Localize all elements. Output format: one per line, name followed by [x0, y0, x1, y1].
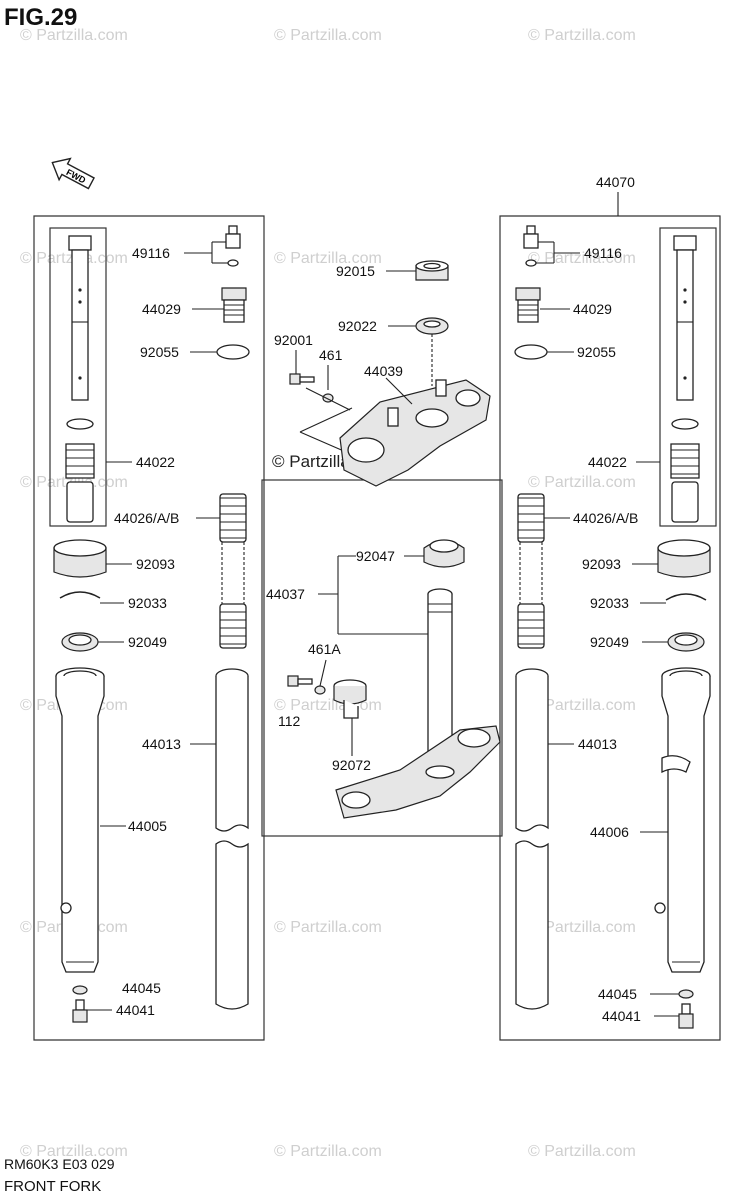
right-inner-box: [659, 227, 717, 527]
stem-nut: [415, 260, 449, 281]
left-stopper-ring: [59, 591, 101, 599]
watermark: © Partzilla.com: [20, 27, 128, 44]
watermark: © Partzilla.com: [274, 27, 382, 44]
right-air-valve: [523, 225, 539, 267]
watermark: © Partzilla.com: [274, 1143, 382, 1160]
label-92001: 92001: [274, 332, 313, 348]
label-44041-right: 44041: [602, 1008, 641, 1024]
watermark: © Partzilla.com: [528, 919, 636, 936]
label-92049-left: 92049: [128, 634, 167, 650]
label-44070: 44070: [596, 174, 635, 190]
left-o-ring: [216, 344, 250, 360]
label-92093-right: 92093: [582, 556, 621, 572]
label-44045-left: 44045: [122, 980, 161, 996]
clamp-bolt: [289, 373, 315, 385]
lower-bracket-stem: [335, 588, 501, 819]
left-oil-seal: [61, 632, 99, 652]
left-gasket: [72, 985, 88, 995]
label-461: 461: [319, 347, 343, 363]
label-44039: 44039: [364, 363, 403, 379]
label-92047: 92047: [356, 548, 395, 564]
left-bolt: [72, 999, 88, 1023]
label-44041-left: 44041: [116, 1002, 155, 1018]
right-bolt: [678, 1003, 694, 1029]
cable-guide-clamp: [333, 679, 367, 719]
figure-code: RM60K3 E03 029: [4, 1156, 115, 1172]
stem-dust-seal: [423, 539, 465, 568]
watermark: © Partzilla.com: [274, 250, 382, 267]
label-92072: 92072: [332, 757, 371, 773]
right-o-ring: [514, 344, 548, 360]
upper-bracket: [339, 379, 491, 487]
watermark: © Partzilla.com: [528, 697, 636, 714]
label-44013-right: 44013: [578, 736, 617, 752]
label-92022: 92022: [338, 318, 377, 334]
watermark: © Partzilla.com: [528, 27, 636, 44]
figure-name: FRONT FORK: [4, 1178, 102, 1195]
right-stopper-ring: [665, 593, 707, 601]
label-44022-left: 44022: [136, 454, 175, 470]
left-fork-cap-bolt: [221, 287, 247, 323]
right-fork-spring: [517, 493, 545, 649]
label-44026-right: 44026/A/B: [573, 510, 638, 526]
label-44045-right: 44045: [598, 986, 637, 1002]
left-fork-spring: [219, 493, 247, 649]
right-fork-cap-bolt: [515, 287, 541, 323]
label-44037: 44037: [266, 586, 305, 602]
watermark: © Partzilla.com: [528, 250, 636, 267]
fwd-arrow-icon: FWD: [51, 157, 95, 190]
label-461A: 461A: [308, 641, 341, 657]
label-92033-left: 92033: [128, 595, 167, 611]
left-inner-tube: [215, 668, 249, 1010]
cable-guide-bolt: [287, 675, 326, 695]
label-92055-right: 92055: [577, 344, 616, 360]
label-44013-left: 44013: [142, 736, 181, 752]
left-frame: [33, 215, 265, 1041]
right-cartridge: [670, 235, 700, 523]
label-92093-left: 92093: [136, 556, 175, 572]
label-44022-right: 44022: [588, 454, 627, 470]
right-outer-tube: [654, 667, 711, 973]
right-inner-tube: [515, 668, 549, 1010]
label-92015: 92015: [336, 263, 375, 279]
label-92055-left: 92055: [140, 344, 179, 360]
right-gasket: [678, 989, 694, 999]
label-44026-left: 44026/A/B: [114, 510, 179, 526]
right-frame: [499, 215, 721, 1041]
watermark: © Partzilla.com: [528, 474, 636, 491]
left-inner-box: [49, 227, 107, 527]
label-44029-right: 44029: [573, 301, 612, 317]
left-air-valve: [225, 225, 241, 267]
watermark: © Partzilla.com: [528, 1143, 636, 1160]
right-dust-seal: [657, 539, 711, 578]
left-dust-seal: [53, 539, 107, 578]
left-cartridge: [65, 235, 95, 523]
label-49116-right: 49116: [584, 245, 622, 261]
left-outer-tube: [55, 667, 105, 973]
label-112: 112: [278, 713, 301, 729]
label-92033-right: 92033: [590, 595, 629, 611]
label-92049-right: 92049: [590, 634, 629, 650]
label-44029-left: 44029: [142, 301, 181, 317]
figure-title: FIG.29: [4, 4, 78, 31]
label-44006: 44006: [590, 824, 629, 840]
watermark: © Partzilla.com: [274, 919, 382, 936]
label-49116-left: 49116: [132, 245, 170, 261]
label-44005: 44005: [128, 818, 167, 834]
stem-washer: [415, 317, 449, 335]
right-oil-seal: [667, 632, 705, 652]
watermark: © Partzilla.com: [20, 1143, 128, 1160]
